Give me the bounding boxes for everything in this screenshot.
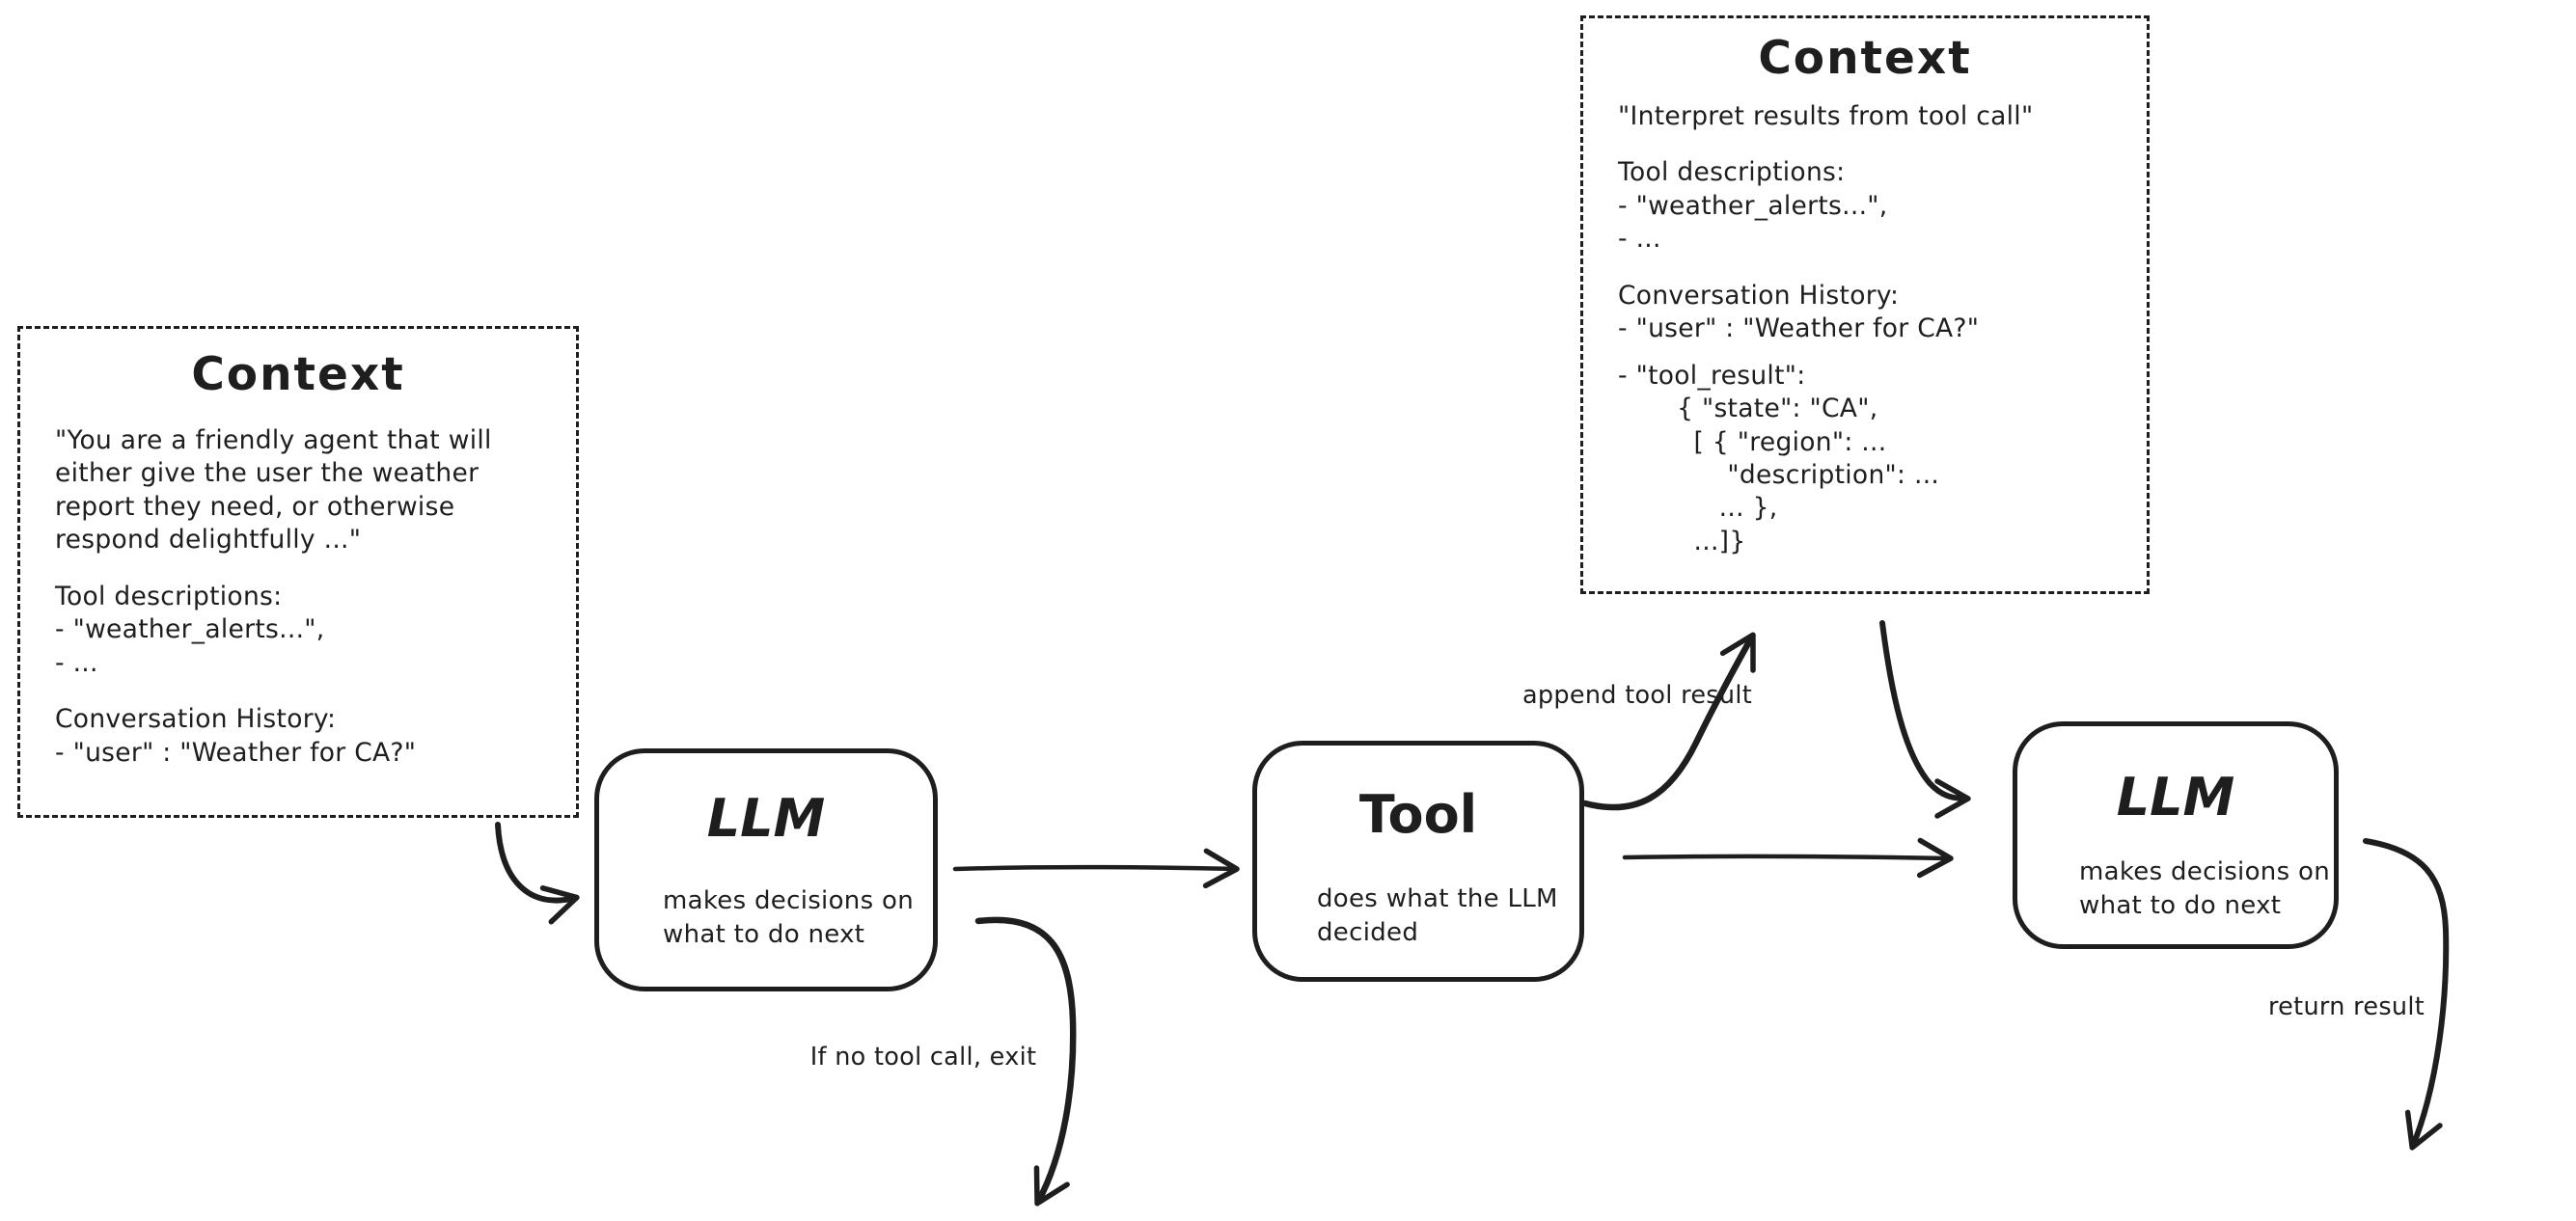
context-initial-title: Context <box>191 348 405 401</box>
edge-label-return-result: return result <box>2267 992 2425 1021</box>
edge-label-if-no-tool-call-exit: If no tool call, exit <box>809 1043 1037 1072</box>
context-after-tool-system-prompt: "Interpret results from tool call" <box>1618 101 2034 131</box>
tool-title: Tool <box>1358 784 1478 845</box>
context-initial-system-prompt: "You are a friendly agent that will eith… <box>55 425 492 556</box>
tool-description: does what the LLM decided <box>1317 884 1558 948</box>
arrow-tool-to-context-right <box>1581 632 1756 811</box>
arrow-llm1-exit <box>974 916 1077 1207</box>
context-after-tool-conversation-history: Conversation History: - "user" : "Weathe… <box>1618 280 1980 344</box>
context-after-tool-tool-result: - "tool_result": { "state": "CA", [ { "r… <box>1618 360 1940 556</box>
llm-second-description: makes decisions on what to do next <box>2079 857 2330 921</box>
arrow-tool-to-llm2 <box>1622 837 1954 879</box>
llm-node-second: LLM makes decisions on what to do next <box>2013 721 2339 949</box>
arrow-context-right-to-llm2 <box>1879 620 1971 819</box>
context-box-initial: Context "You are a friendly agent that w… <box>17 326 579 818</box>
context-initial-conversation-history: Conversation History: - "user" : "Weathe… <box>55 704 417 768</box>
arrow-llm1-to-tool <box>952 848 1240 889</box>
llm-second-title: LLM <box>2116 767 2235 828</box>
arrow-llm2-return-result <box>2363 838 2450 1151</box>
arrow-context-left-to-llm1 <box>495 822 580 925</box>
llm-first-title: LLM <box>706 788 826 849</box>
llm-first-description: makes decisions on what to do next <box>663 886 914 950</box>
context-box-after-tool: Context "Interpret results from tool cal… <box>1580 15 2150 594</box>
context-after-tool-title: Context <box>1758 32 1972 85</box>
context-initial-tool-descriptions: Tool descriptions: - "weather_alerts..."… <box>55 581 325 678</box>
edge-label-append-tool-result: append tool result <box>1521 681 1753 710</box>
tool-node: Tool does what the LLM decided <box>1252 741 1584 982</box>
context-after-tool-tool-descriptions: Tool descriptions: - "weather_alerts..."… <box>1618 157 1888 255</box>
llm-node-first: LLM makes decisions on what to do next <box>594 748 938 991</box>
